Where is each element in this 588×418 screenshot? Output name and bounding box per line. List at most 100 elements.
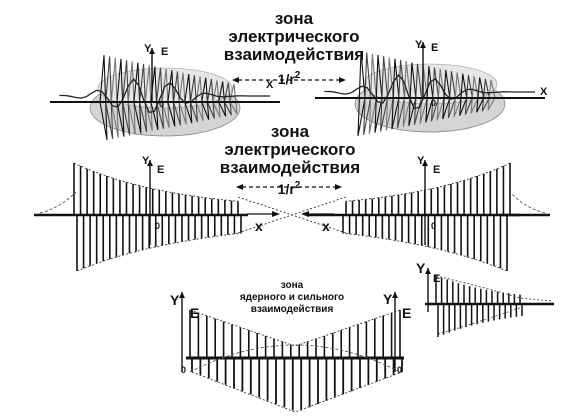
small-plot-y-axis-arrowhead	[425, 268, 431, 274]
top-right-spike	[357, 51, 366, 137]
inverse-square-top-base: 1/r	[278, 71, 296, 87]
bottom-right-origin-label: 0	[397, 365, 402, 375]
small-plot-lower-envelope	[437, 306, 523, 335]
top-left-e-label: E	[161, 46, 168, 58]
top-left-spike	[172, 71, 182, 126]
top-inverse-square-arrow-head-right	[339, 77, 346, 83]
zone-em-middle-line-1: зона	[271, 122, 310, 141]
bottom-right-y-axis-arrowhead	[392, 292, 398, 298]
middle-left-spike-plot	[34, 160, 248, 272]
bottom-left-y-label: Y	[170, 292, 180, 308]
top-right-origin-label: 0	[431, 98, 436, 108]
middle-left-outer-fade	[39, 191, 77, 214]
bottom-right-y-label: Y	[383, 291, 393, 307]
top-left-spike	[223, 82, 232, 116]
top-left-spike	[184, 73, 193, 124]
bottom-center-lower-envelope	[191, 371, 403, 413]
zone-em-top-line-2: электрического	[228, 27, 359, 46]
top-right-spike	[397, 59, 406, 129]
middle-right-lower-envelope	[342, 232, 508, 272]
middle-inverse-square-arrow-head-right	[335, 184, 342, 190]
top-right-spike	[459, 73, 468, 116]
middle-right-spike-plot	[306, 160, 550, 272]
top-right-spike	[487, 79, 496, 111]
small-plot-upper-envelope	[435, 275, 553, 302]
cross-line-up	[237, 196, 347, 234]
crossing-dotted-lines	[236, 184, 347, 234]
top-right-spike	[374, 54, 383, 133]
top-right-spike	[391, 58, 400, 130]
zone-em-middle-line-2: электрического	[224, 140, 355, 159]
middle-left-x-label: x	[255, 218, 263, 234]
top-right-spike	[436, 68, 445, 121]
zone-nuclear-line-2: ядерного и сильного	[240, 292, 344, 303]
top-right-spike	[447, 71, 456, 119]
middle-left-upper-envelope	[73, 162, 239, 202]
top-left-spike	[218, 81, 227, 117]
middle-left-e-label: E	[157, 164, 164, 176]
inverse-square-middle-power: 2	[295, 180, 301, 191]
top-right-spike	[408, 62, 417, 126]
top-left-spike	[122, 60, 131, 136]
top-right-spike	[464, 74, 473, 115]
top-right-spike	[380, 56, 389, 132]
top-left-spike	[116, 58, 125, 137]
bottom-right-e-label: E	[402, 305, 411, 321]
top-left-spike	[206, 78, 215, 119]
top-left-spike	[195, 76, 204, 121]
top-left-envelope-wave	[59, 78, 270, 114]
top-right-e-label: E	[431, 42, 438, 54]
top-right-y-axis-arrowhead	[420, 42, 426, 48]
inverse-square-middle-label: 1/r2	[278, 180, 301, 197]
small-plot-e-label: E	[433, 273, 440, 285]
top-right-spike	[476, 77, 485, 113]
top-right-spike	[402, 61, 411, 128]
top-right-spike	[453, 72, 462, 117]
small-plot-y-label: Y	[416, 260, 426, 276]
inverse-square-top-label: 1/r2	[278, 70, 301, 87]
top-right-x-label: X	[540, 86, 548, 98]
middle-right-x-label: x	[322, 218, 330, 234]
top-left-spike	[167, 70, 176, 127]
middle-right-x-arrowhead	[301, 211, 309, 217]
inverse-square-middle-base: 1/r	[278, 181, 296, 197]
top-left-spike	[178, 72, 187, 125]
top-left-3d-wave	[50, 48, 346, 141]
middle-right-upper-envelope	[345, 162, 511, 202]
bottom-center-inner-curve	[189, 344, 401, 373]
middle-left-y-axis-arrowhead	[147, 160, 153, 166]
middle-right-e-label: E	[433, 164, 440, 176]
top-left-y-label: Y	[144, 43, 152, 55]
top-right-spike	[430, 67, 440, 122]
middle-inverse-square-arrow-head-left	[236, 184, 243, 190]
bottom-center-spike-plot	[179, 292, 404, 413]
zone-nuclear-line-1: зона	[281, 280, 304, 291]
top-left-back-surface	[97, 67, 233, 109]
top-left-spike	[127, 61, 136, 135]
top-left-spike	[161, 68, 170, 128]
top-right-spike	[442, 69, 451, 120]
bottom-right-spike-plot	[425, 268, 554, 337]
top-left-spike	[229, 83, 238, 115]
bottom-left-origin-label: 0	[181, 365, 186, 375]
top-left-origin-label: 0	[159, 99, 164, 109]
zone-em-top-line-3: взаимодействия	[224, 45, 364, 64]
top-right-spike	[481, 78, 490, 112]
middle-right-y-label: Y	[417, 155, 425, 167]
top-left-y-axis-arrowhead	[149, 48, 155, 54]
top-left-spike	[155, 67, 165, 129]
top-right-3d-wave	[315, 42, 545, 137]
top-right-envelope-wave	[324, 74, 535, 110]
middle-left-origin-label: 0	[155, 221, 160, 231]
middle-right-outer-fade	[509, 191, 546, 214]
top-right-spike	[413, 63, 423, 125]
bottom-left-y-axis-arrowhead	[179, 292, 185, 298]
top-right-spike	[470, 76, 479, 114]
middle-left-x-arrowhead	[272, 211, 280, 217]
middle-right-y-axis-arrowhead	[422, 160, 428, 166]
top-left-spike	[201, 77, 210, 120]
top-left-spike	[144, 65, 153, 132]
top-left-spike	[150, 66, 159, 130]
top-right-y-label: Y	[415, 39, 423, 51]
